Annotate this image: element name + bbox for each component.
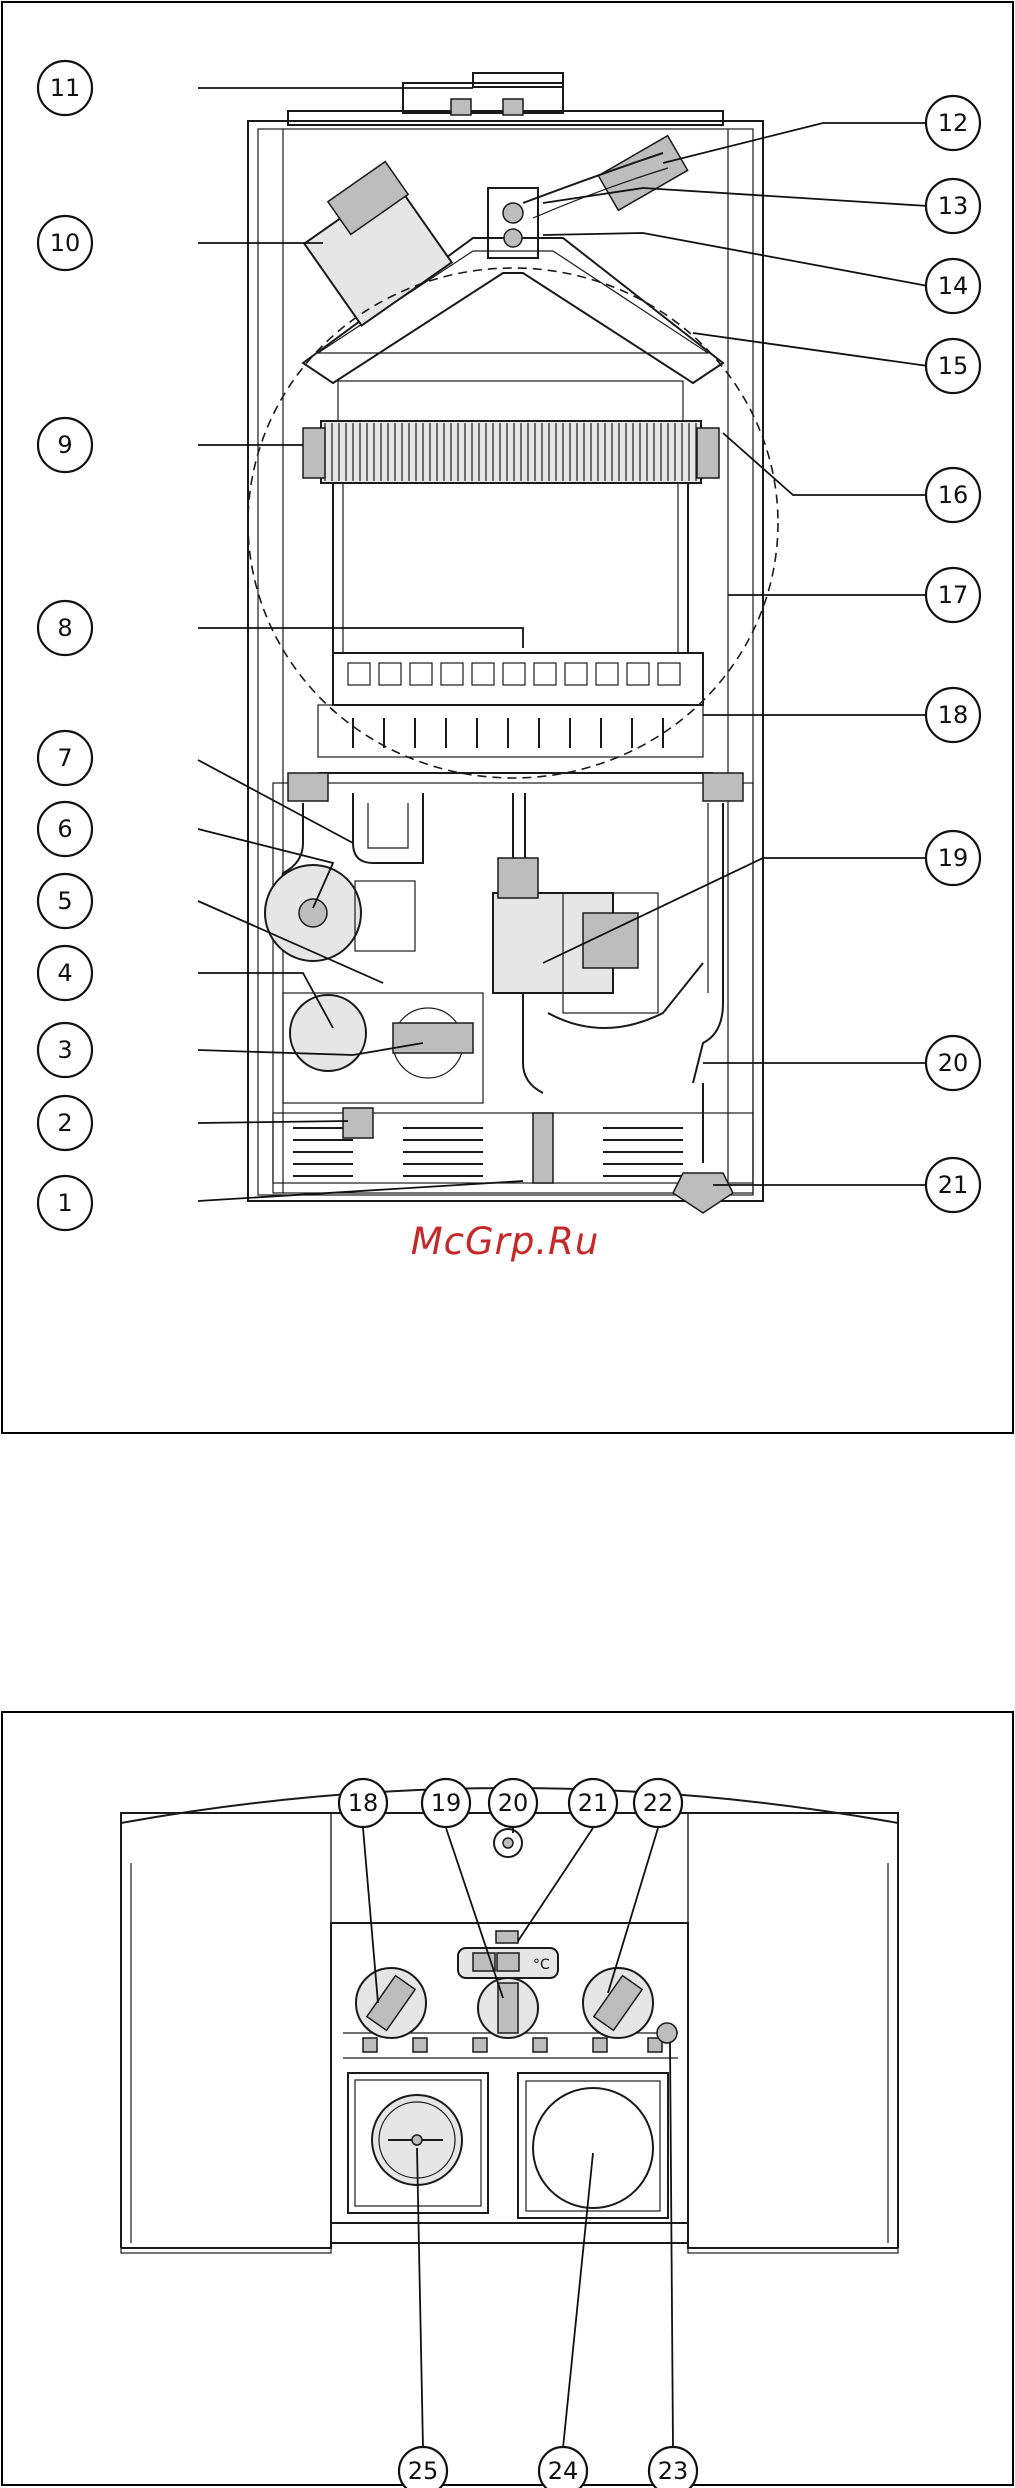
svg-text:23: 23 — [658, 2457, 689, 2485]
callout-13: 13 — [926, 179, 980, 233]
knob-right — [583, 1968, 653, 2038]
panel-callout-18: 18 — [339, 1779, 387, 1827]
svg-text:20: 20 — [498, 1789, 529, 1817]
svg-text:8: 8 — [57, 614, 72, 642]
svg-text:16: 16 — [938, 481, 969, 509]
svg-text:1: 1 — [57, 1189, 72, 1217]
svg-text:18: 18 — [938, 701, 969, 729]
panel-callout-21: 21 — [569, 1779, 617, 1827]
svg-text:22: 22 — [643, 1789, 674, 1817]
knob-left — [356, 1968, 426, 2038]
svg-text:10: 10 — [50, 229, 81, 257]
callout-5: 5 — [38, 874, 92, 928]
svg-text:25: 25 — [408, 2457, 439, 2485]
heat-exchanger — [303, 381, 719, 483]
callout-14: 14 — [926, 259, 980, 313]
control-panel-diagram: °C 18 — [1, 1711, 1014, 2486]
svg-text:6: 6 — [57, 815, 72, 843]
svg-text:7: 7 — [57, 744, 72, 772]
burner — [318, 653, 713, 773]
svg-text:15: 15 — [938, 352, 969, 380]
callout-11: 11 — [38, 61, 92, 115]
svg-text:21: 21 — [578, 1789, 609, 1817]
callout-4: 4 — [38, 946, 92, 1000]
callout-12: 12 — [926, 96, 980, 150]
svg-text:24: 24 — [548, 2457, 579, 2485]
panel-callout-24: 24 — [539, 2447, 587, 2488]
panel-callout-25: 25 — [399, 2447, 447, 2488]
callout-19: 19 — [926, 831, 980, 885]
callout-18: 18 — [926, 688, 980, 742]
panel-callout-23: 23 — [649, 2447, 697, 2488]
svg-text:2: 2 — [57, 1109, 72, 1137]
svg-text:19: 19 — [431, 1789, 462, 1817]
callout-10: 10 — [38, 216, 92, 270]
svg-text:4: 4 — [57, 959, 72, 987]
svg-text:18: 18 — [348, 1789, 379, 1817]
svg-text:14: 14 — [938, 272, 969, 300]
callout-16: 16 — [926, 468, 980, 522]
callout-1: 1 — [38, 1176, 92, 1230]
callout-7: 7 — [38, 731, 92, 785]
svg-text:11: 11 — [50, 74, 81, 102]
svg-text:12: 12 — [938, 109, 969, 137]
watermark: McGrp.Ru — [370, 1220, 640, 1263]
callout-20: 20 — [926, 1036, 980, 1090]
callout-9: 9 — [38, 418, 92, 472]
knob-middle — [478, 1978, 538, 2038]
callout-6: 6 — [38, 802, 92, 856]
svg-text:19: 19 — [938, 844, 969, 872]
callout-17: 17 — [926, 568, 980, 622]
callout-3: 3 — [38, 1023, 92, 1077]
svg-text:17: 17 — [938, 581, 969, 609]
svg-text:9: 9 — [57, 431, 72, 459]
callout-15: 15 — [926, 339, 980, 393]
hydraulic-group — [265, 773, 753, 1213]
svg-text:13: 13 — [938, 192, 969, 220]
svg-text:21: 21 — [938, 1171, 969, 1199]
callout-2: 2 — [38, 1096, 92, 1150]
panel-callout-19: 19 — [422, 1779, 470, 1827]
callout-21: 21 — [926, 1158, 980, 1212]
fan-hood — [303, 136, 723, 383]
svg-text:°C: °C — [533, 1957, 550, 1973]
svg-text:5: 5 — [57, 887, 72, 915]
svg-text:20: 20 — [938, 1049, 969, 1077]
panel-callout-20: 20 — [489, 1779, 537, 1827]
reset-button — [657, 2023, 677, 2043]
svg-text:3: 3 — [57, 1036, 72, 1064]
panel-callout-22: 22 — [634, 1779, 682, 1827]
control-panel-drawing: °C 18 — [3, 1713, 1015, 2488]
callout-8: 8 — [38, 601, 92, 655]
blank-cover — [518, 2073, 668, 2218]
